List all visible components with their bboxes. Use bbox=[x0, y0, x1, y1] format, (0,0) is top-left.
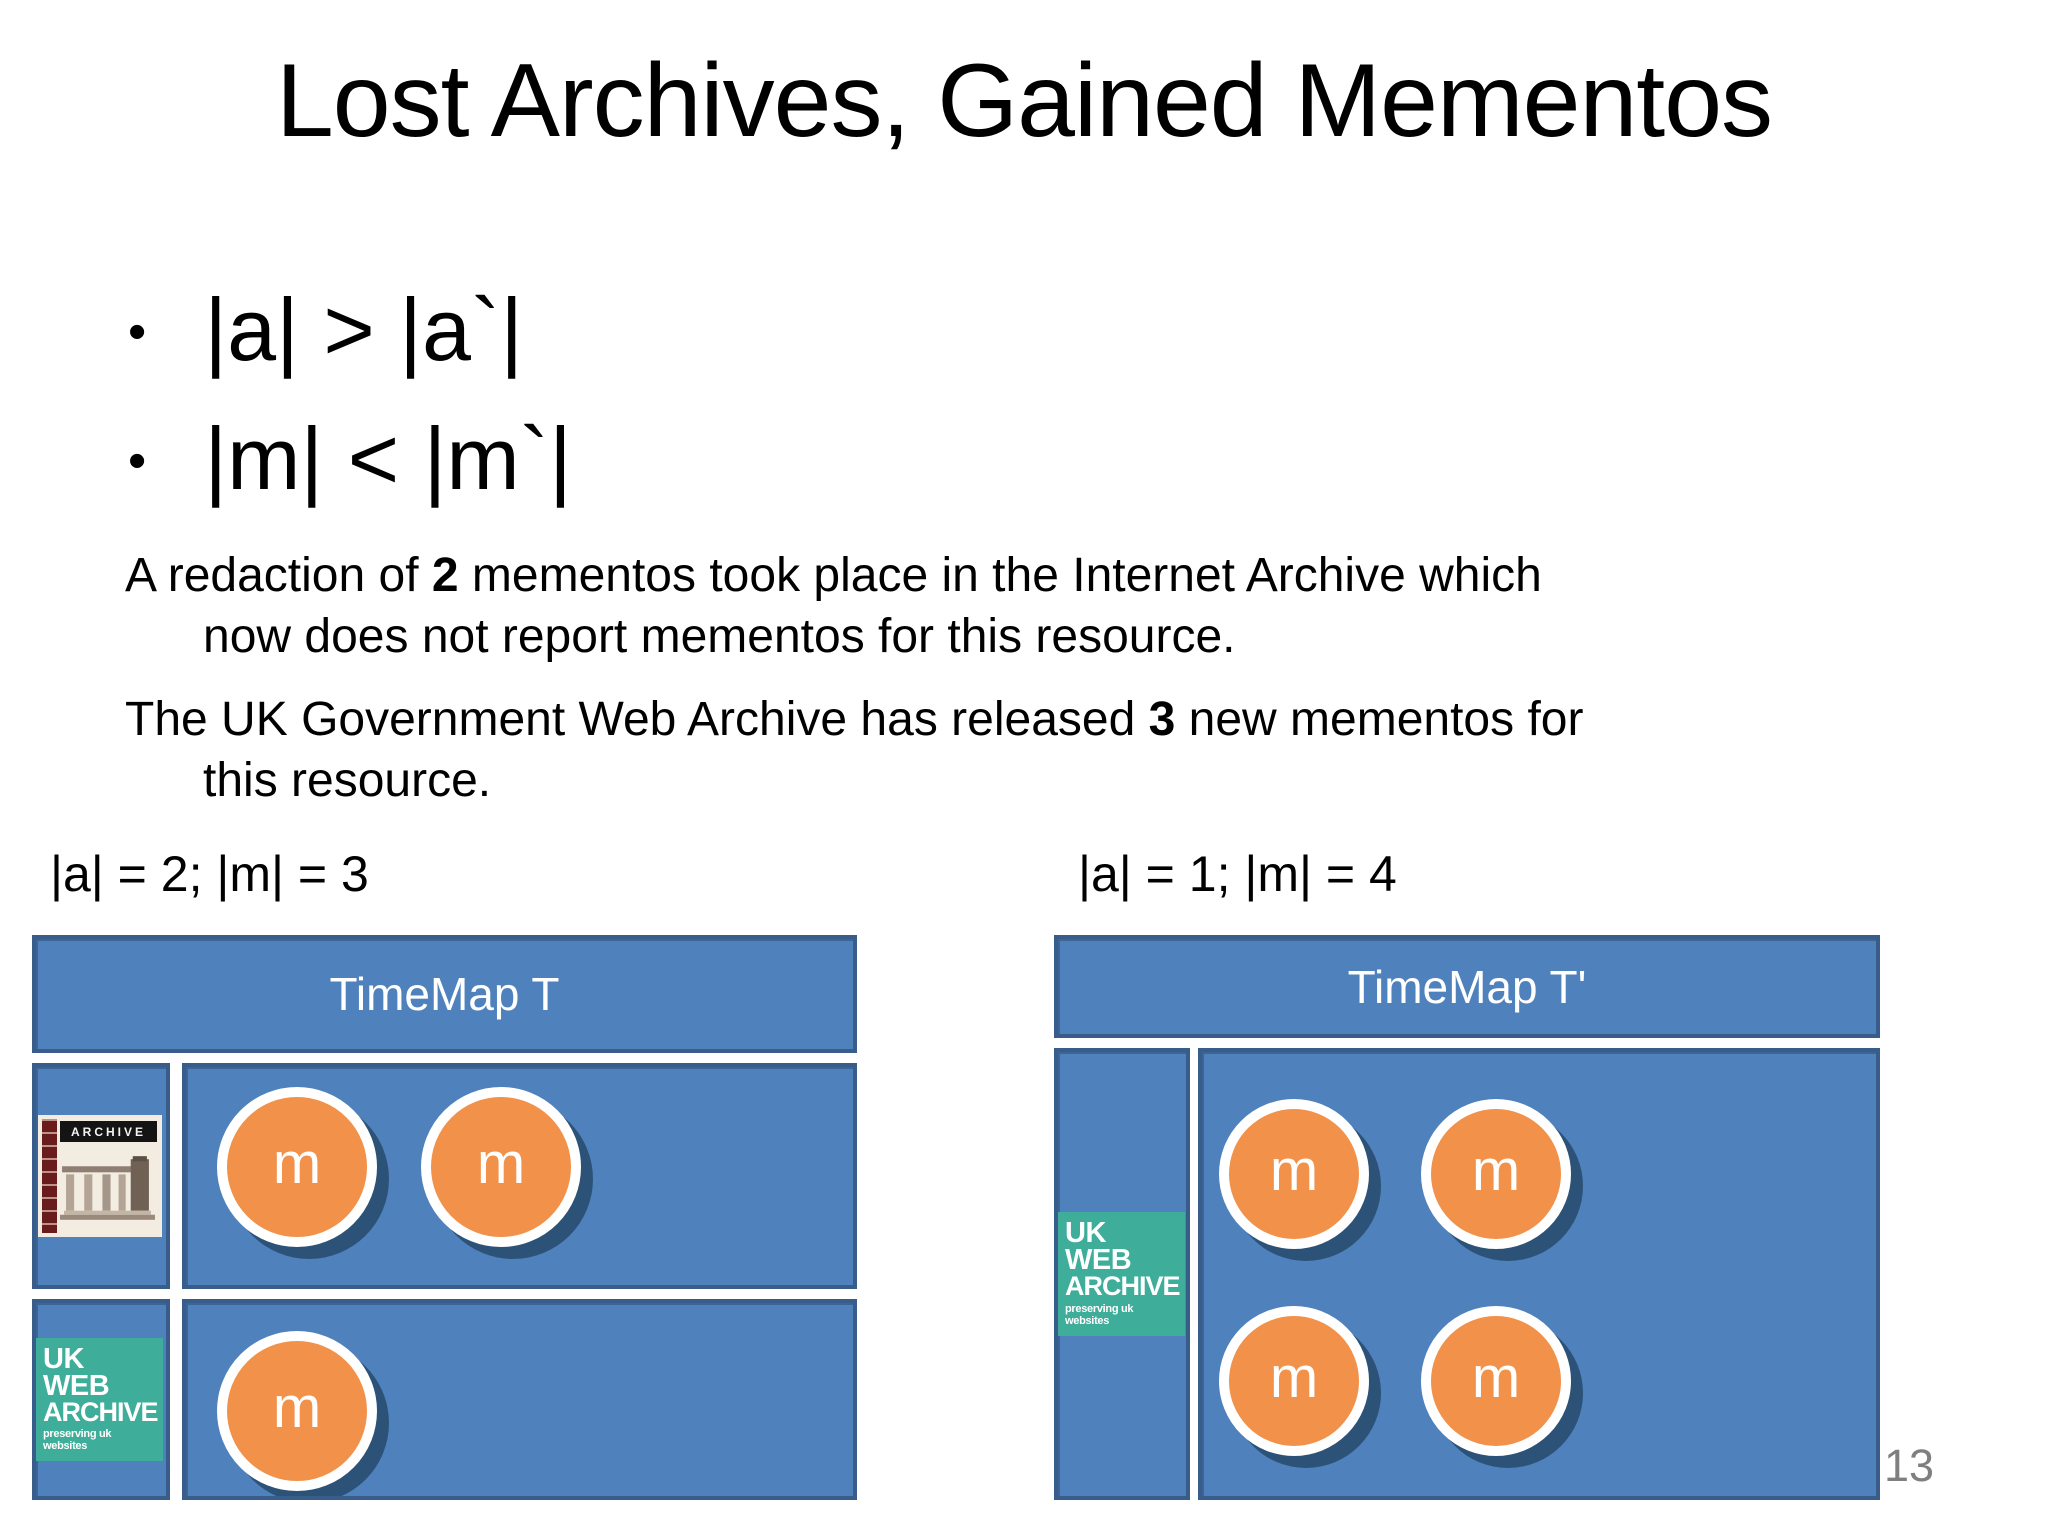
timemap-t-prime-header-label: TimeMap T' bbox=[1347, 960, 1587, 1013]
bullet-text-2: |m| < |m`| bbox=[204, 408, 572, 508]
memento-circle: m bbox=[217, 1087, 377, 1247]
ukwa-mementos-cell-left: m bbox=[182, 1299, 857, 1500]
memento-label: m bbox=[272, 1131, 322, 1196]
ukwa-mementos-cell-right: m m m m bbox=[1198, 1048, 1880, 1500]
bullet-dot-icon: • bbox=[128, 303, 147, 362]
text-segment: mementos took place in the Internet Arch… bbox=[458, 549, 1542, 602]
ukwa-subtext: preserving uk websites bbox=[43, 1428, 112, 1453]
paragraph-1-line-1: A redaction of 2 mementos took place in … bbox=[125, 545, 1885, 606]
bullet-item-2: • |m| < |m`| bbox=[128, 408, 572, 508]
timemap-t-header: TimeMap T bbox=[32, 935, 857, 1053]
memento-label: m bbox=[1471, 1138, 1521, 1203]
ukwa-line-archive: ARCHIVE bbox=[1065, 1271, 1181, 1302]
ukwa-line-uk: UK bbox=[1065, 1217, 1106, 1250]
memento-label: m bbox=[1471, 1345, 1521, 1410]
timemap-t-prime-caption: |a| = 1; |m| = 4 bbox=[1078, 846, 1397, 902]
ia-building-icon bbox=[60, 1156, 155, 1220]
timemap-t-panel: TimeMap T ARCHIVE bbox=[32, 935, 857, 1500]
ia-left-strip bbox=[42, 1119, 57, 1233]
ia-archive-banner: ARCHIVE bbox=[60, 1121, 157, 1142]
paragraph-2-line-2: this resource. bbox=[203, 754, 492, 807]
ia-logo-main: ARCHIVE bbox=[57, 1115, 162, 1237]
ukwa-line-web: WEB bbox=[43, 1369, 110, 1402]
paragraph-1-line-2: now does not report mementos for this re… bbox=[203, 610, 1236, 663]
bullet-list: • |a| > |a`| • |m| < |m`| bbox=[128, 280, 572, 540]
text-segment-bold: 2 bbox=[431, 549, 459, 602]
text-segment: The UK Government Web Archive has releas… bbox=[125, 693, 1149, 746]
memento-label: m bbox=[1269, 1138, 1319, 1203]
memento-circle: m bbox=[1219, 1099, 1369, 1249]
bullet-dot-icon: • bbox=[128, 432, 147, 491]
text-segment: new mementos for bbox=[1175, 693, 1584, 746]
memento-circle: m bbox=[1219, 1306, 1369, 1456]
page-number: 13 bbox=[1884, 1440, 1935, 1491]
memento-label: m bbox=[1269, 1345, 1319, 1410]
memento-circle: m bbox=[1421, 1099, 1571, 1249]
paragraph-2: The UK Government Web Archive has releas… bbox=[125, 689, 1885, 811]
ukwa-line-archive: ARCHIVE bbox=[43, 1396, 159, 1427]
bullet-text-1: |a| > |a`| bbox=[204, 280, 524, 379]
memento-circle: m bbox=[1421, 1306, 1571, 1456]
memento-circle: m bbox=[421, 1087, 581, 1247]
text-segment-bold: 3 bbox=[1148, 693, 1176, 746]
ia-mementos-cell: m m bbox=[182, 1063, 857, 1289]
timemap-t-header-label: TimeMap T bbox=[329, 968, 560, 1020]
ukwa-subtext: preserving uk websites bbox=[1065, 1302, 1134, 1327]
uk-web-archive-logo: UK WEB ARCHIVE preserving uk websites bbox=[36, 1337, 163, 1462]
timemap-t-prime-panel: TimeMap T' UK WEB ARCHIVE preserving uk … bbox=[1054, 935, 1880, 1500]
memento-label: m bbox=[476, 1131, 526, 1196]
memento-label: m bbox=[272, 1375, 322, 1440]
slide-title: Lost Archives, Gained Mementos bbox=[275, 43, 1773, 159]
paragraph-2-line-1: The UK Government Web Archive has releas… bbox=[125, 689, 1885, 750]
internet-archive-logo: ARCHIVE bbox=[38, 1115, 162, 1237]
ukwa-line-web: WEB bbox=[1065, 1244, 1132, 1277]
ukwa-logo-cell-right: UK WEB ARCHIVE preserving uk websites bbox=[1054, 1048, 1190, 1500]
memento-circle: m bbox=[217, 1331, 377, 1491]
body-text: A redaction of 2 mementos took place in … bbox=[125, 545, 1885, 833]
text-segment: A redaction of bbox=[125, 549, 432, 602]
ukwa-logo-cell-left: UK WEB ARCHIVE preserving uk websites bbox=[32, 1299, 170, 1500]
timemap-t-prime-header: TimeMap T' bbox=[1054, 935, 1880, 1038]
timemap-t-caption: |a| = 2; |m| = 3 bbox=[50, 846, 369, 902]
paragraph-1: A redaction of 2 mementos took place in … bbox=[125, 545, 1885, 667]
ukwa-line-uk: UK bbox=[43, 1342, 84, 1375]
bullet-item-1: • |a| > |a`| bbox=[128, 280, 572, 379]
uk-web-archive-logo: UK WEB ARCHIVE preserving uk websites bbox=[1058, 1212, 1185, 1336]
internet-archive-logo-cell: ARCHIVE bbox=[32, 1063, 170, 1289]
